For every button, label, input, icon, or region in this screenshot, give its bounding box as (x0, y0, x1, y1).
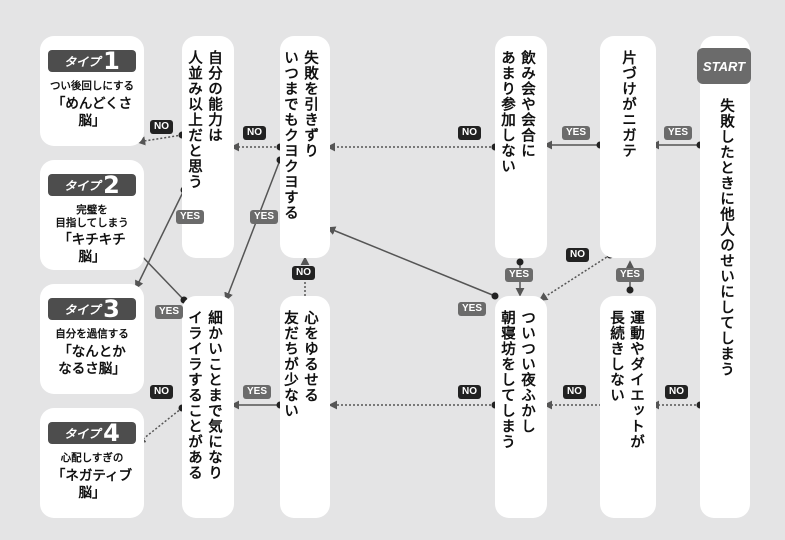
type2-number: 2 (103, 171, 120, 199)
type2-tag: タイプ 2 (48, 171, 136, 199)
yes-badge: YES (664, 126, 693, 140)
yes-badge: YES (243, 385, 272, 399)
type3-box: タイプ 3 自分を過信する 「なんとか なるさ脳」 (40, 284, 144, 394)
question-kokoro: 心をゆるせる 友だちが少ない (280, 296, 330, 518)
question-kokoro-text: 心をゆるせる 友だちが少ない (282, 310, 318, 419)
no-badge: NO (458, 126, 481, 140)
type2-box: タイプ 2 完璧を 目指してしまう 「キチキチ 脳」 (40, 160, 144, 270)
start-label: START (697, 48, 751, 84)
type4-box: タイプ 4 心配しすぎの 「ネガティブ 脳」 (40, 408, 144, 518)
question-nomikai: 飲み会や会合に あまり参加しない (495, 36, 547, 258)
type1-number: 1 (103, 47, 120, 75)
question-start-text: 失敗したときに他人のせいにしてしまう (718, 98, 734, 377)
question-katazuke: 片づけがニガテ (600, 36, 656, 258)
question-yofukashi: ついつい夜ふかし 朝寝坊をしてしまう (495, 296, 547, 518)
type4-tag: タイプ 4 (48, 419, 136, 447)
question-shippai-text: 失敗を引きずり いつまでもクヨクヨする (282, 50, 318, 221)
question-start: 失敗したときに他人のせいにしてしまう (700, 36, 750, 518)
no-badge: NO (150, 385, 173, 399)
question-yofukashi-text: ついつい夜ふかし 朝寝坊をしてしまう (499, 310, 535, 450)
yes-badge: YES (155, 305, 184, 319)
type1-tag-label: タイプ (64, 54, 101, 69)
question-undou-text: 運動やダイエットが 長続きしない (608, 310, 644, 450)
type4-tag-label: タイプ (64, 426, 101, 441)
yes-badge: YES (562, 126, 591, 140)
type4-description: 心配しすぎの (60, 452, 124, 464)
type2-tag-label: タイプ (64, 178, 101, 193)
no-badge: NO (665, 385, 688, 399)
type1-name: 「めんどくさ 脳」 (51, 96, 133, 129)
question-nouryoku: 自分の能力は 人並み以上だと思う (182, 36, 234, 258)
yes-badge: YES (176, 210, 205, 224)
no-badge: NO (563, 385, 586, 399)
no-badge: NO (243, 126, 266, 140)
question-komakai: 細かいことまで気になり イライラすることがある (182, 296, 234, 518)
no-badge: NO (566, 248, 589, 262)
type3-name: 「なんとか なるさ脳」 (58, 344, 126, 377)
question-katazuke-text: 片づけがニガテ (620, 50, 636, 159)
question-nomikai-text: 飲み会や会合に あまり参加しない (499, 50, 535, 174)
yes-badge: YES (616, 268, 645, 282)
yes-badge: YES (458, 302, 487, 316)
type1-description: つい後回しにする (49, 80, 135, 92)
question-undou: 運動やダイエットが 長続きしない (600, 296, 656, 518)
yes-badge: YES (505, 268, 534, 282)
type4-number: 4 (103, 419, 120, 447)
type2-description: 完璧を 目指してしまう (55, 204, 129, 229)
no-badge: NO (150, 120, 173, 134)
no-badge: NO (292, 266, 315, 280)
question-shippai: 失敗を引きずり いつまでもクヨクヨする (280, 36, 330, 258)
type1-tag: タイプ 1 (48, 47, 136, 75)
yes-badge: YES (250, 210, 279, 224)
type3-number: 3 (103, 295, 120, 323)
type2-name: 「キチキチ 脳」 (58, 232, 126, 265)
type3-tag: タイプ 3 (48, 295, 136, 323)
question-nouryoku-text: 自分の能力は 人並み以上だと思う (186, 50, 222, 190)
question-komakai-text: 細かいことまで気になり イライラすることがある (186, 310, 222, 481)
type3-description: 自分を過信する (55, 328, 129, 340)
no-badge: NO (458, 385, 481, 399)
type1-box: タイプ 1 つい後回しにする 「めんどくさ 脳」 (40, 36, 144, 146)
type3-tag-label: タイプ (64, 302, 101, 317)
type4-name: 「ネガティブ 脳」 (51, 468, 133, 501)
